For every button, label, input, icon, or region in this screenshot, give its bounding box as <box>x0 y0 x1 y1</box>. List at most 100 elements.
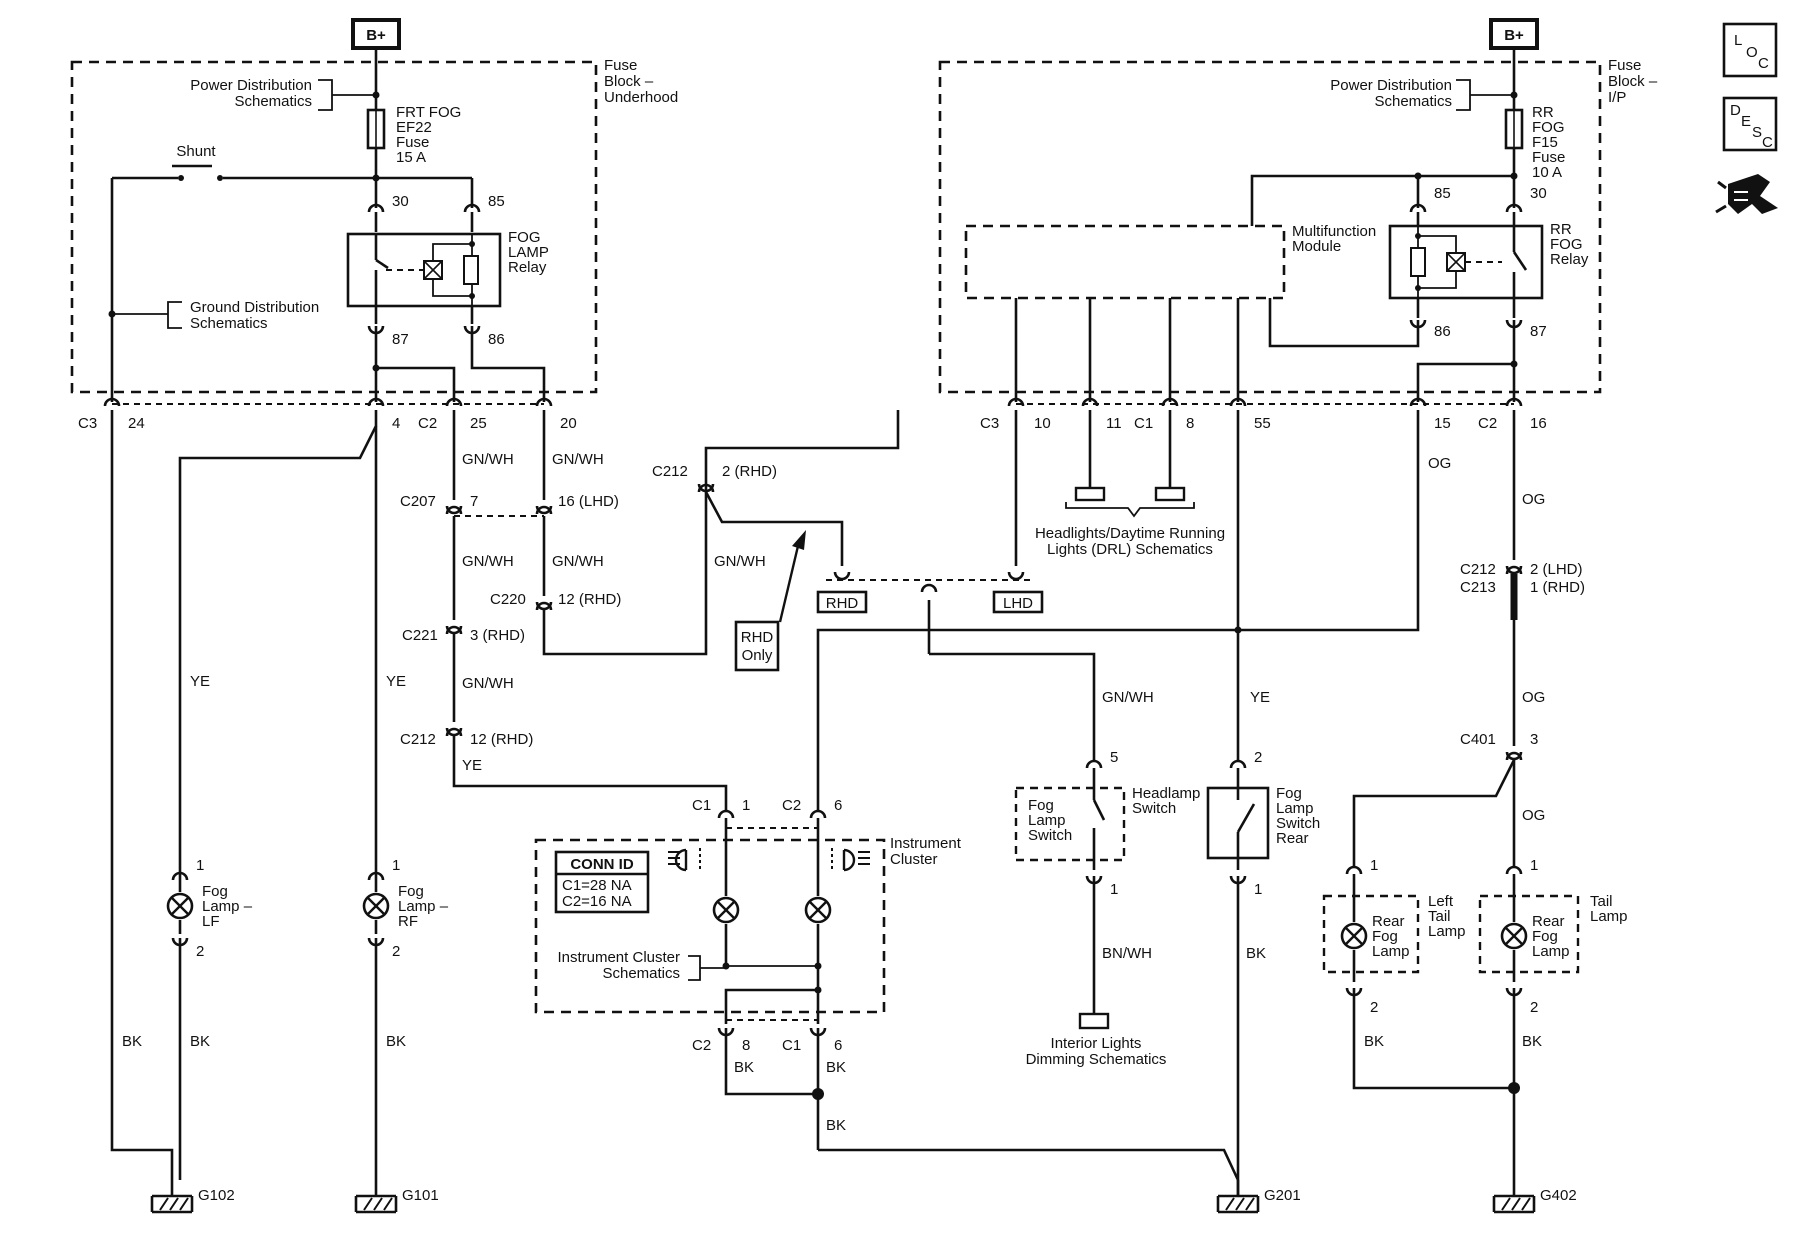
rear-fog-indicator-icon <box>831 848 870 872</box>
instrument-cluster-schematics-ref[interactable]: Instrument Cluster <box>557 949 680 966</box>
svg-text:Rear: Rear <box>1532 913 1565 930</box>
svg-text:15: 15 <box>1434 415 1451 432</box>
svg-text:Module: Module <box>1292 238 1341 255</box>
svg-text:2: 2 <box>392 943 400 960</box>
connector-c3-rear: C3 <box>980 415 999 432</box>
svg-text:YE: YE <box>386 673 406 690</box>
svg-text:1: 1 <box>196 857 204 874</box>
svg-text:Rear: Rear <box>1372 913 1405 930</box>
rr-fog-fuse <box>1504 108 1524 150</box>
svg-text:Block –: Block – <box>1608 73 1658 90</box>
svg-text:30: 30 <box>1530 185 1547 202</box>
tail-lamp <box>1478 894 1580 974</box>
svg-text:LHD: LHD <box>1003 595 1033 612</box>
ground-g102-icon <box>150 1194 194 1214</box>
svg-text:BK: BK <box>734 1059 754 1076</box>
svg-text:YE: YE <box>1250 689 1270 706</box>
svg-text:25: 25 <box>470 415 487 432</box>
svg-text:OG: OG <box>1522 689 1545 706</box>
svg-text:3: 3 <box>1530 731 1538 748</box>
svg-text:86: 86 <box>488 331 505 348</box>
svg-text:Schematics: Schematics <box>602 965 680 982</box>
svg-text:C: C <box>1762 134 1773 151</box>
ground-g402-icon <box>1492 1194 1536 1214</box>
drl-schematics-ref[interactable]: Headlights/Daytime Running <box>1035 525 1225 542</box>
svg-text:BK: BK <box>122 1033 142 1050</box>
svg-text:FOG: FOG <box>1550 236 1583 253</box>
svg-text:5: 5 <box>1110 749 1118 766</box>
svg-text:12 (RHD): 12 (RHD) <box>558 591 621 608</box>
loc-icon[interactable]: L O C <box>1722 22 1778 78</box>
svg-text:Tail: Tail <box>1428 908 1451 925</box>
svg-text:Fog: Fog <box>202 883 228 900</box>
svg-text:1 (RHD): 1 (RHD) <box>1530 579 1585 596</box>
svg-text:Schematics: Schematics <box>234 93 312 110</box>
fog-lamp-switch[interactable] <box>1014 786 1126 862</box>
svg-text:O: O <box>1746 44 1758 61</box>
svg-text:30: 30 <box>392 193 409 210</box>
rear-fog-indicator-lamp <box>804 896 832 924</box>
svg-text:4: 4 <box>392 415 400 432</box>
svg-text:B+: B+ <box>366 27 386 44</box>
svg-text:G101: G101 <box>402 1187 439 1204</box>
svg-text:GN/WH: GN/WH <box>1102 689 1154 706</box>
svg-text:CONN ID: CONN ID <box>570 856 634 873</box>
svg-text:C2=16 NA: C2=16 NA <box>562 893 632 910</box>
svg-text:Fog: Fog <box>1276 785 1302 802</box>
connector-ic-c1b: C1 <box>782 1037 801 1054</box>
svg-text:E: E <box>1741 113 1751 130</box>
svg-text:GN/WH: GN/WH <box>552 451 604 468</box>
svg-text:Fuse: Fuse <box>1532 149 1565 166</box>
svg-text:YE: YE <box>190 673 210 690</box>
battery-label-front: B+ <box>351 18 401 50</box>
svg-text:GN/WH: GN/WH <box>714 553 766 570</box>
svg-text:1: 1 <box>1254 881 1262 898</box>
svg-text:8: 8 <box>1186 415 1194 432</box>
svg-text:G102: G102 <box>198 1187 235 1204</box>
ground-distribution-ref[interactable]: Ground Distribution <box>190 299 319 316</box>
svg-text:Switch: Switch <box>1028 827 1072 844</box>
svg-text:EF22: EF22 <box>396 119 432 136</box>
power-distribution-ref-rear[interactable]: Power Distribution <box>1330 77 1452 94</box>
power-distribution-ref[interactable]: Power Distribution <box>190 77 312 94</box>
svg-text:RR: RR <box>1532 104 1554 121</box>
connector-c2-rear: C2 <box>1478 415 1497 432</box>
front-fog-indicator-icon <box>668 848 701 872</box>
svg-text:Block –: Block – <box>604 73 654 90</box>
battery-label-rear: B+ <box>1489 18 1539 50</box>
svg-text:GN/WH: GN/WH <box>462 675 514 692</box>
svg-text:87: 87 <box>1530 323 1547 340</box>
svg-text:Left: Left <box>1428 893 1454 910</box>
svg-text:20: 20 <box>560 415 577 432</box>
svg-text:RR: RR <box>1550 221 1572 238</box>
svg-text:B+: B+ <box>1504 27 1524 44</box>
svg-text:Relay: Relay <box>508 259 547 276</box>
connector-c213: C213 <box>1460 579 1496 596</box>
svg-text:1: 1 <box>392 857 400 874</box>
svg-text:6: 6 <box>834 1037 842 1054</box>
svg-text:Switch: Switch <box>1276 815 1320 832</box>
svg-text:GN/WH: GN/WH <box>462 553 514 570</box>
svg-text:2 (RHD): 2 (RHD) <box>722 463 777 480</box>
fog-lamp-rf <box>362 892 390 920</box>
rear-fog-lamp-right <box>1500 922 1528 950</box>
interior-lights-schematics-ref[interactable]: Interior Lights <box>1051 1035 1142 1052</box>
svg-text:Fog: Fog <box>1372 928 1398 945</box>
svg-text:GN/WH: GN/WH <box>552 553 604 570</box>
svg-text:7: 7 <box>470 493 478 510</box>
connector-c220: C220 <box>490 591 526 608</box>
svg-text:10 A: 10 A <box>1532 164 1562 181</box>
svg-text:BK: BK <box>826 1117 846 1134</box>
fuse-block-underhood-label: Fuse <box>604 57 637 74</box>
connector-c207: C207 <box>400 493 436 510</box>
svg-text:C: C <box>1758 55 1769 72</box>
conn-id-box: CONN ID C1=28 NA C2=16 NA <box>554 850 650 914</box>
harness-icon[interactable] <box>1715 174 1778 214</box>
fuse-block-ip-label: Fuse <box>1608 57 1641 74</box>
desc-icon[interactable]: D E S C <box>1722 96 1778 152</box>
svg-text:Multifunction: Multifunction <box>1292 223 1376 240</box>
svg-text:LF: LF <box>202 913 220 930</box>
svg-text:Lamp: Lamp <box>1590 908 1628 925</box>
svg-text:11: 11 <box>1106 415 1122 432</box>
